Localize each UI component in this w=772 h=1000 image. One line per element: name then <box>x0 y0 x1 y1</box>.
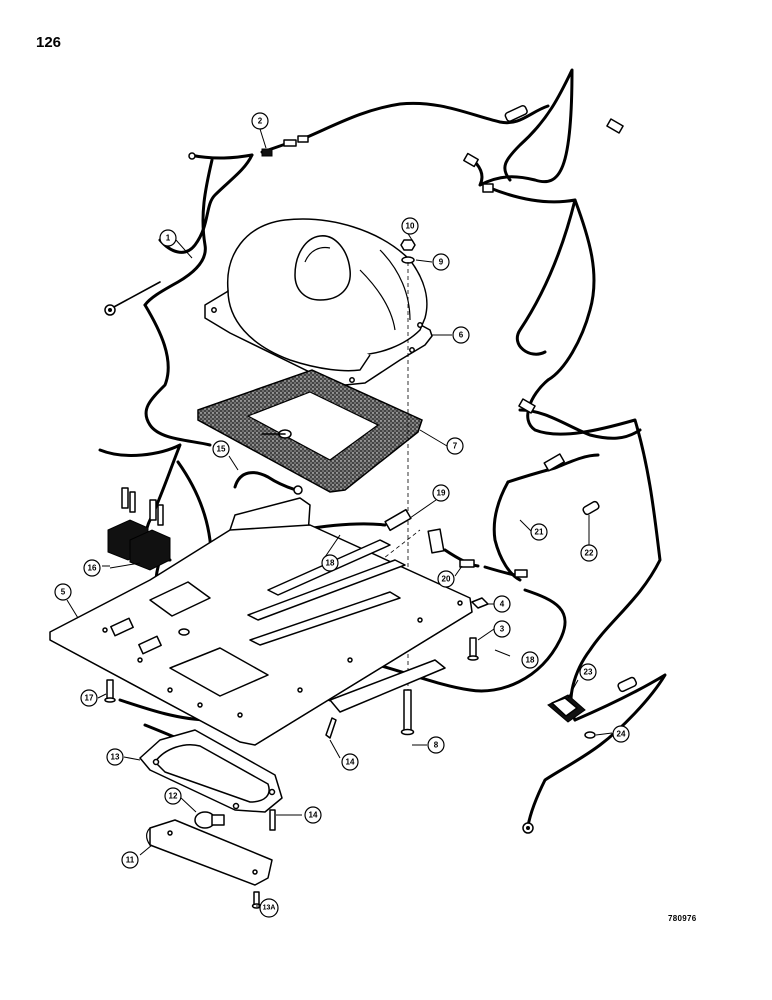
callout-1: 1 <box>159 229 177 247</box>
mounting-plate-item-5 <box>49 497 473 746</box>
callout-22: 22 <box>580 544 598 562</box>
svg-text:12: 12 <box>169 792 178 801</box>
svg-text:6: 6 <box>459 331 464 340</box>
callout-13: 13 <box>106 748 124 766</box>
callout-24: 24 <box>612 725 630 743</box>
svg-text:3: 3 <box>500 625 505 634</box>
connector-top-right <box>463 104 624 193</box>
callout-2: 2 <box>251 112 269 130</box>
callout-21: 21 <box>530 523 548 541</box>
callout-9: 9 <box>432 253 450 271</box>
relays-item-16 <box>107 487 171 571</box>
svg-text:23: 23 <box>584 668 593 677</box>
svg-text:18: 18 <box>326 559 335 568</box>
callout-15: 15 <box>212 440 230 458</box>
svg-text:5: 5 <box>61 588 66 597</box>
svg-text:22: 22 <box>585 549 594 558</box>
callout-12: 12 <box>164 787 182 805</box>
svg-text:24: 24 <box>617 730 626 739</box>
callout-18-left: 18 <box>321 554 339 572</box>
svg-text:14: 14 <box>346 758 355 767</box>
svg-text:15: 15 <box>217 445 226 454</box>
svg-text:17: 17 <box>85 694 94 703</box>
svg-text:20: 20 <box>442 575 451 584</box>
callout-11: 11 <box>121 851 139 869</box>
svg-text:16: 16 <box>88 564 97 573</box>
svg-text:8: 8 <box>434 741 439 750</box>
svg-text:9: 9 <box>439 258 444 267</box>
connector-item-2 <box>188 135 309 160</box>
callout-13a: 13A <box>259 898 279 918</box>
svg-text:21: 21 <box>535 528 544 537</box>
svg-text:4: 4 <box>500 600 505 609</box>
svg-text:7: 7 <box>453 442 458 451</box>
callout-16: 16 <box>83 559 101 577</box>
blower-housing-item-6 <box>204 218 433 386</box>
callout-19: 19 <box>432 484 450 502</box>
svg-text:19: 19 <box>437 489 446 498</box>
callout-8: 8 <box>427 736 445 754</box>
svg-text:13A: 13A <box>263 905 276 912</box>
callout-3: 3 <box>493 620 511 638</box>
callout-14-upper: 14 <box>341 753 359 771</box>
page-number: 126 <box>36 34 62 51</box>
svg-text:14: 14 <box>309 811 318 820</box>
svg-text:18: 18 <box>526 656 535 665</box>
ring-terminal-item-1 <box>104 281 161 316</box>
callout-10: 10 <box>401 217 419 235</box>
leader-lines <box>66 128 613 907</box>
svg-text:1: 1 <box>166 234 171 243</box>
callout-5: 5 <box>54 583 72 601</box>
svg-text:2: 2 <box>258 117 263 126</box>
callout-6: 6 <box>452 326 470 344</box>
callout-17: 17 <box>80 689 98 707</box>
hardware <box>104 398 638 909</box>
lamp-assembly <box>139 729 283 886</box>
callout-14-lower: 14 <box>304 806 322 824</box>
callout-23: 23 <box>579 663 597 681</box>
svg-text:10: 10 <box>406 222 415 231</box>
callout-7: 7 <box>446 437 464 455</box>
callout-20: 20 <box>437 570 455 588</box>
gasket-item-7 <box>197 369 423 493</box>
svg-text:11: 11 <box>126 856 135 865</box>
figure-code: 780976 <box>668 914 697 923</box>
callout-18-right: 18 <box>521 651 539 669</box>
svg-text:13: 13 <box>111 753 120 762</box>
callout-4: 4 <box>493 595 511 613</box>
